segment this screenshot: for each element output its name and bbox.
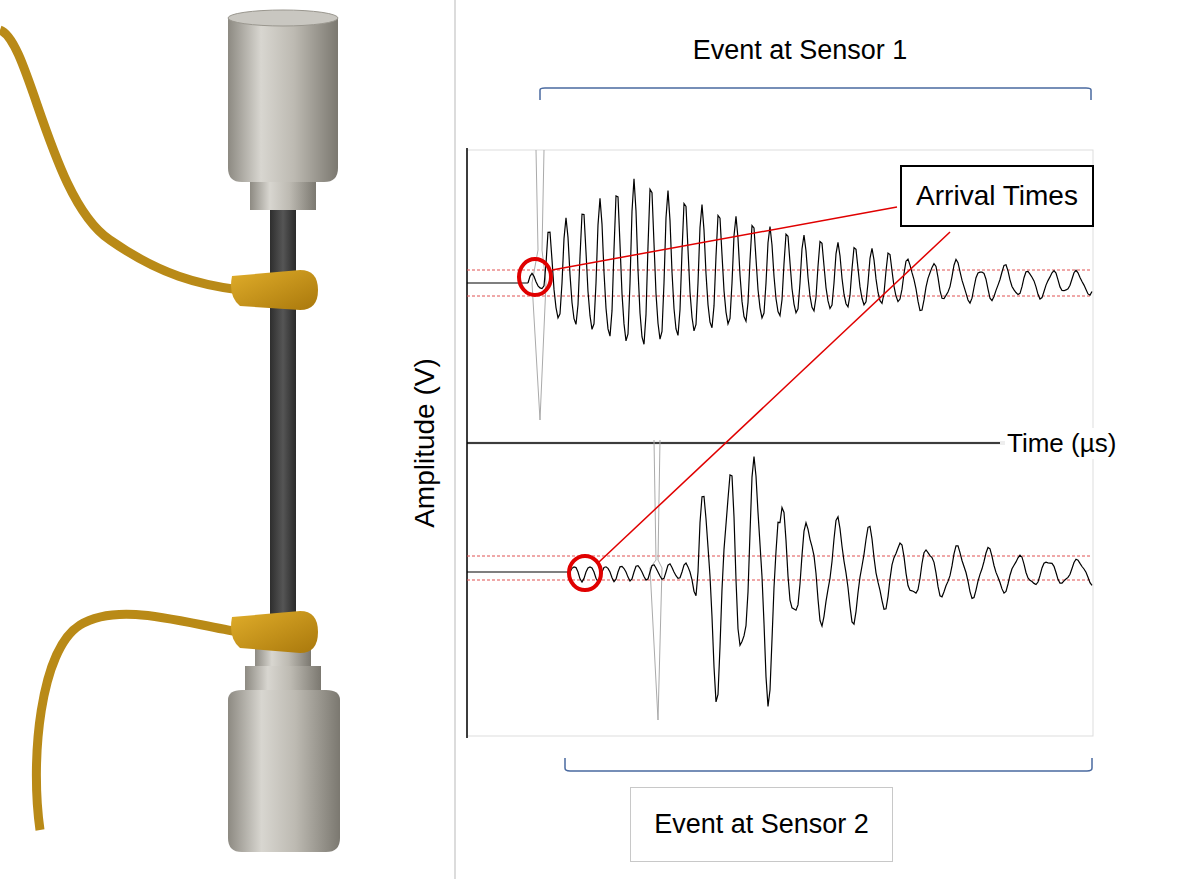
bracket: [540, 88, 1091, 100]
top-grip: [228, 18, 338, 182]
arrival-marker: [519, 259, 551, 295]
plot-frame: [467, 150, 1093, 442]
sensor-1: [231, 270, 318, 310]
grip-neck: [250, 178, 316, 210]
waveform: [570, 457, 1092, 707]
grip-neck: [245, 666, 321, 692]
leader-line: [599, 232, 950, 562]
bottom-grip: [228, 690, 340, 852]
bracket: [565, 758, 1092, 771]
threshold-lines: [467, 270, 1092, 580]
box-text: Arrival Times: [916, 180, 1078, 212]
axis-label: Amplitude (V): [409, 358, 441, 528]
waveform: [467, 571, 570, 572]
trigger-spike: [650, 440, 662, 720]
top-grip-face: [228, 10, 338, 26]
plot-frame: [467, 444, 1093, 736]
callout-box: Arrival Times: [900, 165, 1094, 227]
time-axis: [467, 442, 1000, 444]
arrival-marker: [569, 556, 601, 590]
divider-line: [454, 0, 456, 879]
leader-line: [552, 207, 897, 270]
sensor-cable: [36, 614, 240, 830]
caption-box: Event at Sensor 2: [630, 787, 893, 862]
waveforms: [467, 179, 1092, 707]
sensor-2: [231, 611, 318, 653]
event-label: Event at Sensor 1: [693, 35, 908, 66]
sensor-cable: [0, 30, 240, 290]
axis-label: Time (µs): [1005, 428, 1118, 459]
box-text: Event at Sensor 2: [654, 809, 869, 840]
waveform: [528, 179, 1092, 344]
